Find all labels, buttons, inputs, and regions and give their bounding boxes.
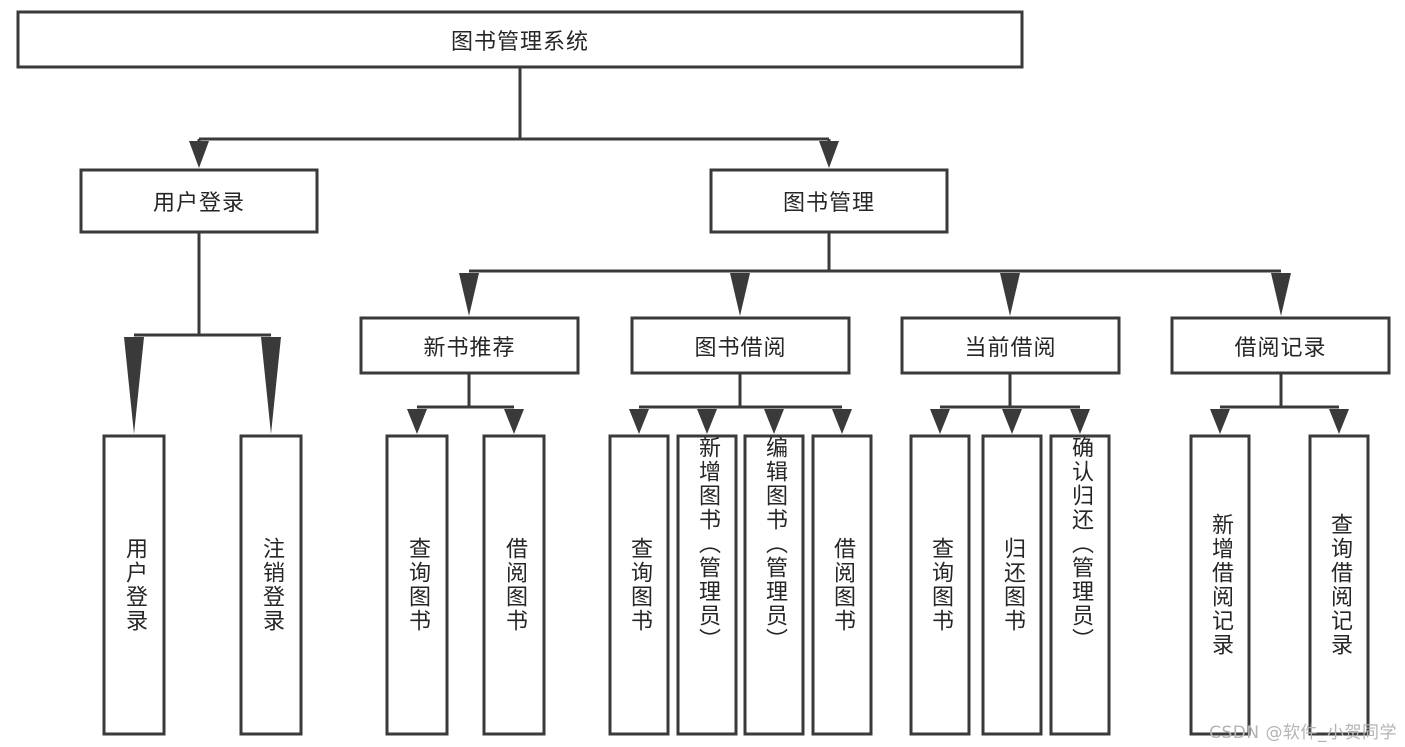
node-box-leaf-add-borrow-record[interactable] [1189,434,1251,736]
arrow-head-leaf-query-book-current [930,409,950,434]
node-box-leaf-return-book[interactable] [981,434,1043,736]
arrow-head-leaf-query-book-borrow [629,409,649,434]
csdn-watermark: CSDN @软件_小贺同学 [1209,723,1397,743]
connector-group-borrow-record-children [1210,373,1349,434]
arrow-head-current-borrow [1000,273,1020,316]
node-box-leaf-add-book-admin[interactable] [676,434,738,736]
node-box-leaf-user-logout[interactable] [239,434,303,736]
connector-group-new-book-recommend-children [407,373,524,434]
arrow-head-book-borrow [730,273,750,316]
connector-group-book-borrow-children [629,373,852,434]
arrow-head-leaf-return-book [1002,409,1022,434]
arrow-head-leaf-edit-book-admin [764,409,784,434]
node-box-leaf-query-book-rec[interactable] [385,434,449,736]
node-box-leaf-query-book-current[interactable] [909,434,971,736]
node-box-user-login[interactable] [79,168,319,234]
node-box-root[interactable] [16,10,1024,69]
node-box-borrow-record[interactable] [1170,316,1391,375]
arrow-head-leaf-add-book-admin [697,409,717,434]
node-box-leaf-borrow-book[interactable] [811,434,873,736]
node-box-leaf-edit-book-admin[interactable] [743,434,805,736]
arrow-head-user-login [189,141,209,168]
node-box-leaf-confirm-return-admin[interactable] [1049,434,1111,736]
arrow-head-leaf-borrow-book-rec [504,409,524,434]
node-box-leaf-query-book-borrow[interactable] [608,434,670,736]
arrow-head-borrow-record [1271,273,1291,316]
arrow-head-leaf-confirm-return-admin [1070,409,1090,434]
connector-group-current-borrow-children [930,373,1090,434]
arrow-head-leaf-query-borrow-record [1329,409,1349,434]
node-box-leaf-user-login[interactable] [102,434,166,736]
node-box-new-book-recommend[interactable] [359,316,580,375]
connector-group-user-login-children [124,232,281,434]
arrow-head-new-book-recommend [459,273,479,316]
arrow-head-book-manage [819,141,839,168]
connector-group-book-manage [459,232,1291,316]
node-box-leaf-query-borrow-record[interactable] [1308,434,1370,736]
connector-group-root [189,67,839,168]
node-box-leaf-borrow-book-rec[interactable] [482,434,546,736]
arrow-head-leaf-query-book-rec [407,409,427,434]
arrow-head-leaf-user-login [124,337,144,434]
arrow-head-leaf-add-borrow-record [1210,409,1230,434]
node-box-book-manage[interactable] [709,168,949,234]
arrow-head-leaf-borrow-book [832,409,852,434]
node-box-current-borrow[interactable] [900,316,1121,375]
node-box-book-borrow[interactable] [630,316,851,375]
arrow-head-leaf-user-logout [261,337,281,434]
